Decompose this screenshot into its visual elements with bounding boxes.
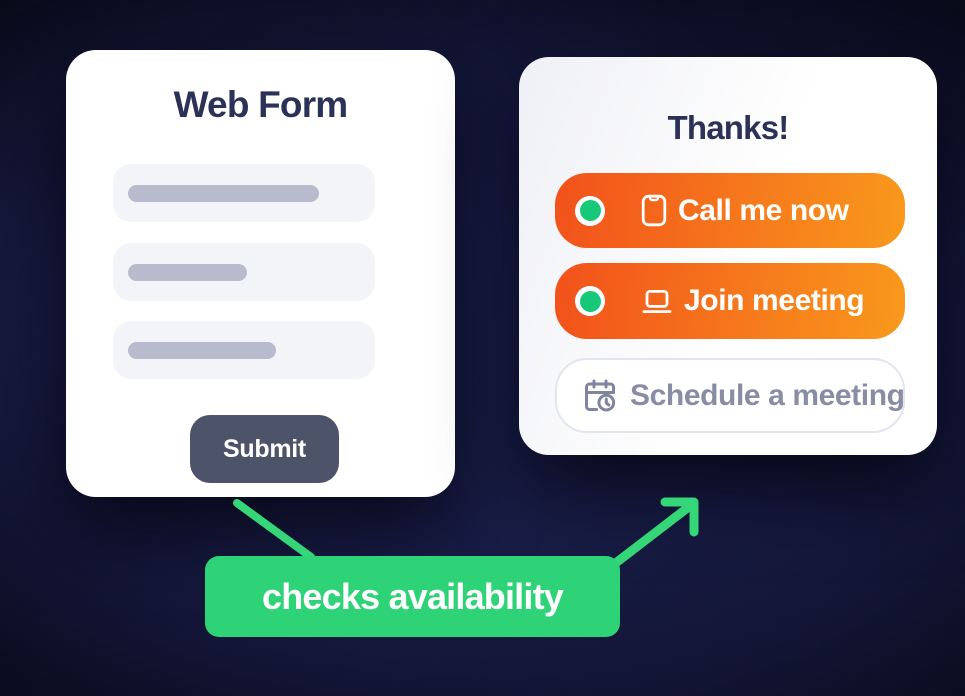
- call-me-now-button[interactable]: Call me now: [555, 173, 905, 248]
- online-status-dot: [575, 286, 605, 316]
- web-form-title: Web Form: [173, 84, 349, 125]
- thanks-card: Thanks! Call me now Join meeting: [519, 57, 937, 455]
- submit-button[interactable]: Submit: [190, 415, 339, 483]
- online-status-dot-core: [579, 200, 601, 221]
- field-value-placeholder-bar: [128, 264, 247, 281]
- checks-availability-badge: checks availability: [205, 556, 620, 637]
- join-meeting-button[interactable]: Join meeting: [555, 263, 905, 339]
- form-field-input[interactable]: [113, 243, 375, 301]
- phone-icon: [641, 194, 667, 227]
- online-status-dot-core: [579, 290, 601, 312]
- field-value-placeholder-bar: [128, 342, 276, 359]
- field-value-placeholder-bar: [128, 185, 319, 202]
- schedule-meeting-button[interactable]: Schedule a meeting: [555, 358, 905, 433]
- form-field-input[interactable]: [113, 164, 375, 222]
- calendar-clock-icon: [585, 379, 616, 411]
- arrow-shaft: [612, 504, 691, 567]
- web-form-card: Web Form Submit: [66, 50, 455, 497]
- cta-label: Schedule a meeting: [630, 378, 905, 412]
- cta-label: Join meeting: [684, 284, 865, 317]
- online-status-dot: [575, 195, 605, 226]
- form-field-input[interactable]: [113, 321, 375, 379]
- arrow-head: [660, 497, 699, 537]
- laptop-icon: [642, 289, 672, 313]
- cta-label: Call me now: [678, 193, 849, 227]
- thanks-title: Thanks!: [667, 109, 790, 146]
- connector-line: [233, 499, 315, 561]
